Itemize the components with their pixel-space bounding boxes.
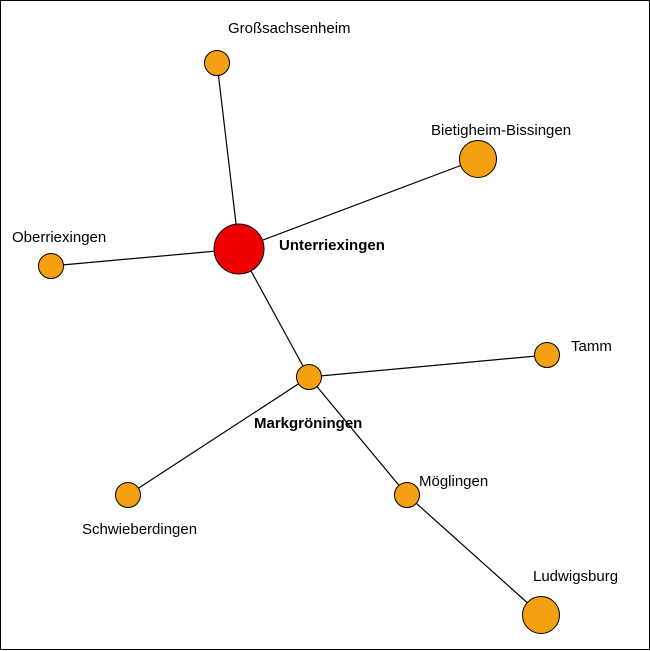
edge-unterriexingen-grosssachsenheim — [216, 62, 240, 250]
node-bietigheim[interactable] — [459, 140, 497, 178]
label-ludwigsburg: Ludwigsburg — [533, 568, 618, 585]
label-unterriexingen: Unterriexingen — [279, 237, 385, 254]
node-moeglingen[interactable] — [394, 482, 420, 508]
nodes — [38, 50, 560, 634]
node-unterriexingen[interactable] — [213, 223, 265, 275]
label-schwieberdingen: Schwieberdingen — [82, 521, 197, 538]
label-moeglingen: Möglingen — [419, 473, 488, 490]
label-bietigheim: Bietigheim-Bissingen — [431, 122, 571, 139]
labels: Unterriexingen Großsachsenheim Bietighei… — [12, 20, 618, 585]
node-oberriexingen[interactable] — [38, 253, 64, 279]
label-markgroeningen: Markgröningen — [254, 415, 362, 432]
node-schwieberdingen[interactable] — [115, 482, 141, 508]
label-oberriexingen: Oberriexingen — [12, 229, 106, 246]
label-grosssachsenheim: Großsachsenheim — [228, 20, 351, 37]
node-ludwigsburg[interactable] — [522, 596, 560, 634]
edge-unterriexingen-oberriexingen — [50, 248, 240, 267]
node-markgroeningen[interactable] — [296, 364, 322, 390]
edge-unterriexingen-bietigheim — [238, 158, 479, 250]
edge-markgroeningen-tamm — [308, 354, 548, 378]
edge-moeglingen-ludwigsburg — [406, 494, 542, 616]
edge-markgroeningen-schwieberdingen — [127, 376, 310, 496]
edge-markgroeningen-moeglingen — [308, 376, 408, 496]
label-tamm: Tamm — [571, 338, 612, 355]
node-tamm[interactable] — [534, 342, 560, 368]
node-grosssachsenheim[interactable] — [204, 50, 230, 76]
